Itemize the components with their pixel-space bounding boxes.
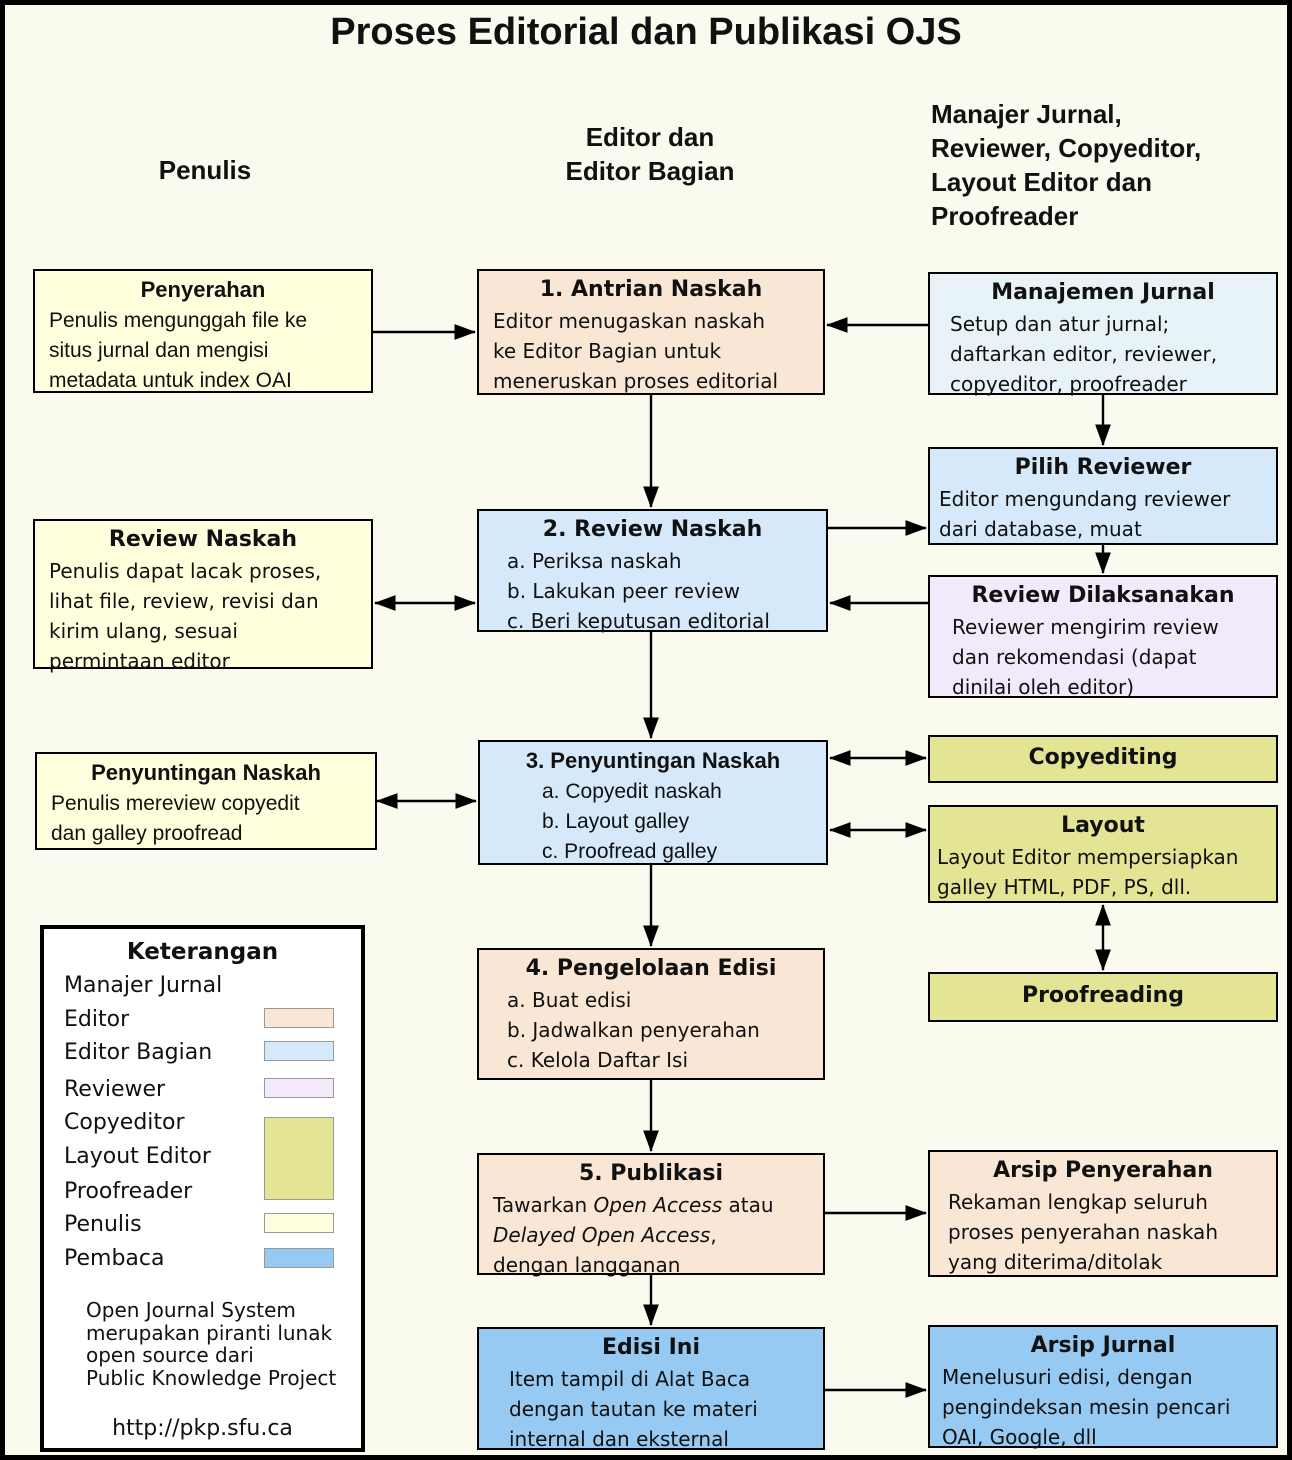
legend-label-manajer-jurnal: Manajer Jurnal xyxy=(64,973,223,998)
list-item: b. Layout galley xyxy=(542,810,690,833)
box-antrian-naskah: 1. Antrian Naskah Editor menugaskan nask… xyxy=(477,269,825,395)
page-title: Proses Editorial dan Publikasi OJS xyxy=(330,11,962,53)
box-items: a. Periksa naskah b. Lakukan peer review… xyxy=(479,546,826,636)
legend-label-layout-editor: Layout Editor xyxy=(64,1144,211,1169)
box-title: Proofreading xyxy=(1021,983,1185,1008)
list-item: a. Buat edisi xyxy=(507,988,632,1012)
box-body: Reviewer mengirim review dan rekomendasi… xyxy=(952,615,1219,699)
box-title: Pilih Reviewer xyxy=(1014,455,1192,480)
list-item: a. Copyedit naskah xyxy=(542,780,722,803)
box-review-naskah: 2. Review Naskah a. Periksa naskah b. La… xyxy=(477,509,828,633)
legend-label-editor: Editor xyxy=(64,1007,130,1032)
legend-footer-text: Open Journal System merupakan piranti lu… xyxy=(86,1298,337,1390)
box-title: 4. Pengelolaan Edisi xyxy=(525,956,777,981)
box-title: Manajemen Jurnal xyxy=(991,280,1215,305)
list-item: c. Proofread galley xyxy=(542,840,718,863)
box-proofreading: Proofreading xyxy=(928,972,1278,1022)
box-title: Layout xyxy=(1061,813,1145,838)
legend-swatch-penulis xyxy=(264,1213,334,1233)
box-body: Menelusuri edisi, dengan pengindeksan me… xyxy=(942,1365,1231,1449)
pkp-url-text: http://pkp.sfu.ca xyxy=(112,1416,293,1441)
box-arsip-penyerahan: Arsip Penyerahan Rekaman lengkap seluruh… xyxy=(928,1150,1278,1277)
box-body: Penulis dapat lacak proses, lihat file, … xyxy=(49,559,322,673)
box-review-dilaksanakan: Review Dilaksanakan Reviewer mengirim re… xyxy=(928,575,1278,699)
column-header-manajer: Manajer Jurnal, Reviewer, Copyeditor, La… xyxy=(931,99,1202,231)
box-title: Penyerahan xyxy=(140,277,266,302)
box-title: 3. Penyuntingan Naskah xyxy=(525,748,781,773)
box-arsip-jurnal: Arsip Jurnal Menelusuri edisi, dengan pe… xyxy=(928,1325,1278,1449)
box-penyerahan: Penyerahan Penulis mengunggah file ke si… xyxy=(33,269,373,393)
legend-label-pembaca: Pembaca xyxy=(64,1246,165,1271)
box-title: 2. Review Naskah xyxy=(542,517,763,542)
box-body: Setup dan atur jurnal; daftarkan editor,… xyxy=(950,312,1218,396)
legend-label-proofreader: Proofreader xyxy=(64,1179,193,1204)
box-items: a. Buat edisi b. Jadwalkan penyerahan c.… xyxy=(479,985,823,1075)
column-header-editor: Editor dan Editor Bagian xyxy=(565,122,735,186)
legend-swatch-editor xyxy=(264,1008,334,1028)
legend-label-editor-bagian: Editor Bagian xyxy=(64,1040,213,1065)
box-title: Review Dilaksanakan xyxy=(971,583,1235,608)
box-penyuntingan-naskah: 3. Penyuntingan Naskah a. Copyedit naska… xyxy=(478,740,828,865)
box-publikasi: 5. Publikasi Tawarkan Open Access atau D… xyxy=(477,1153,825,1277)
legend-title: Keterangan xyxy=(126,939,279,965)
box-body: Rekaman lengkap seluruh proses penyeraha… xyxy=(948,1190,1218,1274)
box-title: Review Naskah xyxy=(108,527,298,552)
list-item: c. Kelola Daftar Isi xyxy=(507,1048,688,1072)
legend-swatch-pembaca xyxy=(264,1248,334,1268)
legend-swatch-reviewer xyxy=(264,1078,334,1098)
box-copyediting: Copyediting xyxy=(928,735,1278,783)
box-pilih-reviewer: Pilih Reviewer Editor mengundang reviewe… xyxy=(928,447,1278,545)
box-title: Arsip Penyerahan xyxy=(993,1158,1213,1183)
box-body: Editor mengundang reviewer dari database… xyxy=(939,487,1231,541)
box-review-naskah-penulis: Review Naskah Penulis dapat lacak proses… xyxy=(33,519,373,673)
box-penyuntingan-naskah-penulis: Penyuntingan Naskah Penulis mereview cop… xyxy=(35,752,377,850)
box-body: Layout Editor mempersiapkan galley HTML,… xyxy=(937,845,1239,899)
box-title: 1. Antrian Naskah xyxy=(539,277,763,302)
box-body: Editor menugaskan naskah ke Editor Bagia… xyxy=(493,309,779,393)
list-item: b. Jadwalkan penyerahan xyxy=(507,1018,760,1042)
box-body: Penulis mengunggah file ke situs jurnal … xyxy=(49,309,308,392)
column-header-penulis: Penulis xyxy=(158,155,252,185)
legend-swatch-copyeditor-layout-proofreader xyxy=(264,1117,334,1200)
box-pengelolaan-edisi: 4. Pengelolaan Edisi a. Buat edisi b. Ja… xyxy=(477,948,825,1080)
list-item: b. Lakukan peer review xyxy=(507,579,740,603)
box-title: Edisi Ini xyxy=(601,1335,700,1360)
legend: Keterangan Manajer Jurnal Editor Editor … xyxy=(40,925,365,1452)
box-layout: Layout Layout Editor mempersiapkan galle… xyxy=(928,805,1278,903)
box-title: Copyediting xyxy=(1028,745,1178,770)
legend-label-copyeditor: Copyeditor xyxy=(64,1110,185,1135)
box-body: Tawarkan Open Access atau Delayed Open A… xyxy=(493,1193,774,1277)
box-title: Arsip Jurnal xyxy=(1030,1333,1176,1358)
box-edisi-ini: Edisi Ini Item tampil di Alat Baca denga… xyxy=(477,1327,825,1451)
legend-swatch-editor-bagian xyxy=(264,1041,334,1061)
legend-label-penulis: Penulis xyxy=(64,1212,142,1237)
box-manajemen-jurnal: Manajemen Jurnal Setup dan atur jurnal; … xyxy=(928,272,1278,396)
box-body: Item tampil di Alat Baca dengan tautan k… xyxy=(509,1367,758,1451)
list-item: c. Beri keputusan editorial xyxy=(507,609,770,633)
box-items: a. Copyedit naskah b. Layout galley c. P… xyxy=(480,777,826,867)
list-item: a. Periksa naskah xyxy=(507,549,682,573)
box-title: 5. Publikasi xyxy=(578,1161,724,1186)
legend-label-reviewer: Reviewer xyxy=(64,1077,166,1102)
box-title: Penyuntingan Naskah xyxy=(91,760,321,785)
box-body: Penulis mereview copyedit dan galley pro… xyxy=(51,792,300,845)
